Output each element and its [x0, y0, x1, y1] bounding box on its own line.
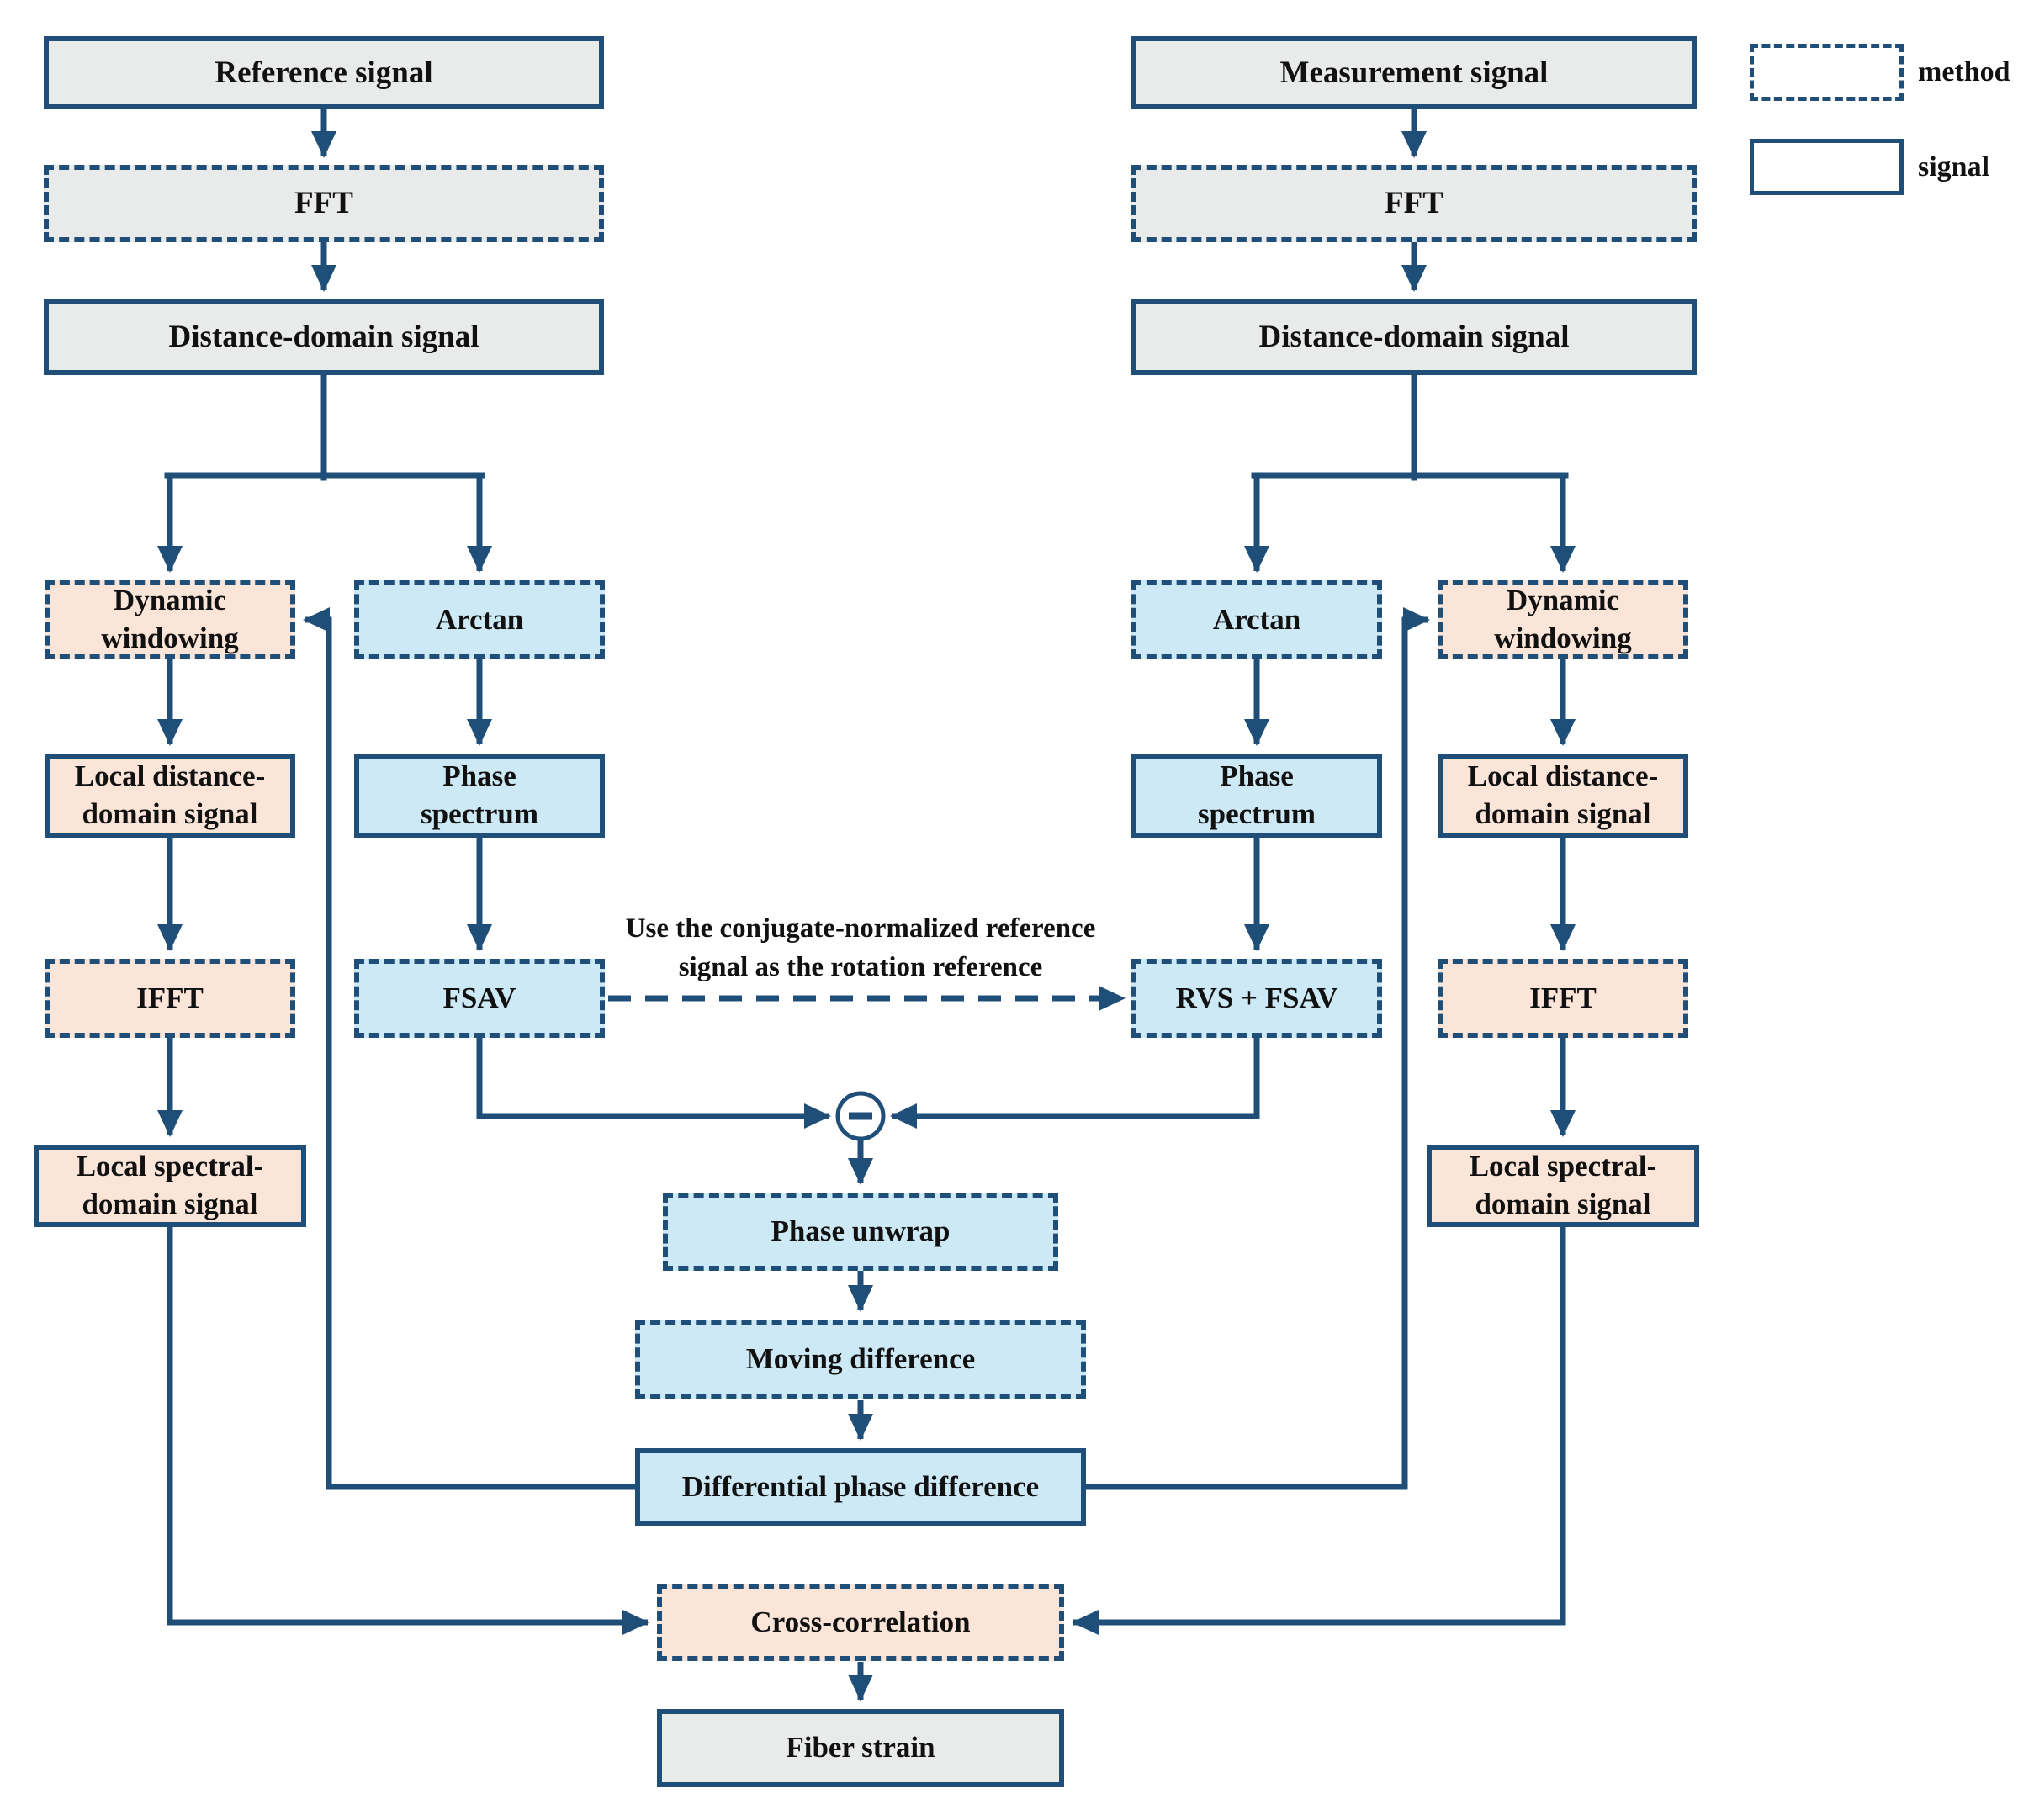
node-ifft-left: IFFT — [45, 959, 295, 1038]
node-cross-correlation: Cross-correlation — [657, 1584, 1064, 1661]
node-label: Distance-domain signal — [1258, 319, 1570, 354]
node-label: Measurement signal — [1279, 55, 1549, 90]
node-label: FFT — [294, 186, 353, 221]
node-phase-unwrap: Phase unwrap — [663, 1193, 1058, 1271]
node-label: Phase spectrum — [421, 759, 538, 830]
node-differential-phase-difference: Differential phase difference — [635, 1448, 1086, 1526]
node-fft-left: FFT — [44, 165, 604, 242]
node-label: Fiber strain — [786, 1731, 935, 1764]
node-fft-right: FFT — [1131, 165, 1697, 242]
node-rvs-fsav: RVS + FSAV — [1131, 959, 1382, 1038]
node-label: Cross-correlation — [750, 1605, 971, 1638]
node-ifft-right: IFFT — [1438, 959, 1688, 1038]
node-distance-domain-right: Distance-domain signal — [1131, 299, 1697, 375]
node-local-spectral-right: Local spectral- domain signal — [1427, 1145, 1699, 1227]
node-label: Arctan — [435, 602, 524, 636]
legend-method-label: method — [1918, 56, 2010, 87]
node-reference-signal: Reference signal — [44, 36, 604, 109]
node-label: Phase spectrum — [1198, 759, 1316, 830]
node-arctan-right: Arctan — [1131, 580, 1382, 659]
node-fiber-strain: Fiber strain — [657, 1709, 1064, 1787]
node-moving-difference: Moving difference — [635, 1320, 1086, 1399]
node-label: Differential phase difference — [681, 1469, 1040, 1503]
legend-signal-box — [1750, 139, 1904, 195]
node-phase-spectrum-left: Phase spectrum — [354, 754, 605, 838]
node-label: IFFT — [1529, 981, 1597, 1014]
node-label: Moving difference — [745, 1342, 976, 1376]
node-label: Phase unwrap — [771, 1214, 951, 1248]
legend-signal-label: signal — [1918, 151, 1990, 183]
node-fsav: FSAV — [354, 959, 605, 1038]
rotation-reference-annotation: Use the conjugate-normalized reference s… — [625, 913, 1096, 982]
node-label: Local spectral- domain signal — [1469, 1150, 1657, 1220]
node-label: Reference signal — [215, 55, 433, 90]
node-phase-spectrum-right: Phase spectrum — [1131, 754, 1382, 838]
node-label: Local spectral- domain signal — [76, 1150, 264, 1220]
node-label: Arctan — [1212, 602, 1301, 636]
node-label: Distance-domain signal — [168, 319, 479, 354]
node-local-distance-right: Local distance- domain signal — [1438, 754, 1688, 838]
node-label: Local distance- domain signal — [1467, 759, 1659, 830]
node-label: FSAV — [442, 981, 516, 1014]
node-label: FFT — [1385, 186, 1443, 221]
node-label: Dynamic windowing — [101, 584, 239, 654]
node-dynamic-windowing-right: Dynamic windowing — [1438, 580, 1688, 659]
node-label: IFFT — [136, 981, 204, 1014]
node-dynamic-windowing-left: Dynamic windowing — [45, 580, 295, 659]
node-label: RVS + FSAV — [1175, 981, 1338, 1014]
node-distance-domain-left: Distance-domain signal — [44, 299, 604, 375]
node-local-distance-left: Local distance- domain signal — [45, 754, 295, 838]
node-label: Dynamic windowing — [1494, 584, 1632, 654]
node-local-spectral-left: Local spectral- domain signal — [34, 1145, 306, 1227]
node-measurement-signal: Measurement signal — [1131, 36, 1697, 109]
legend-method-box — [1750, 44, 1904, 101]
minus-junction-icon — [835, 1091, 886, 1141]
node-arctan-left: Arctan — [354, 580, 605, 659]
node-label: Local distance- domain signal — [74, 759, 266, 830]
